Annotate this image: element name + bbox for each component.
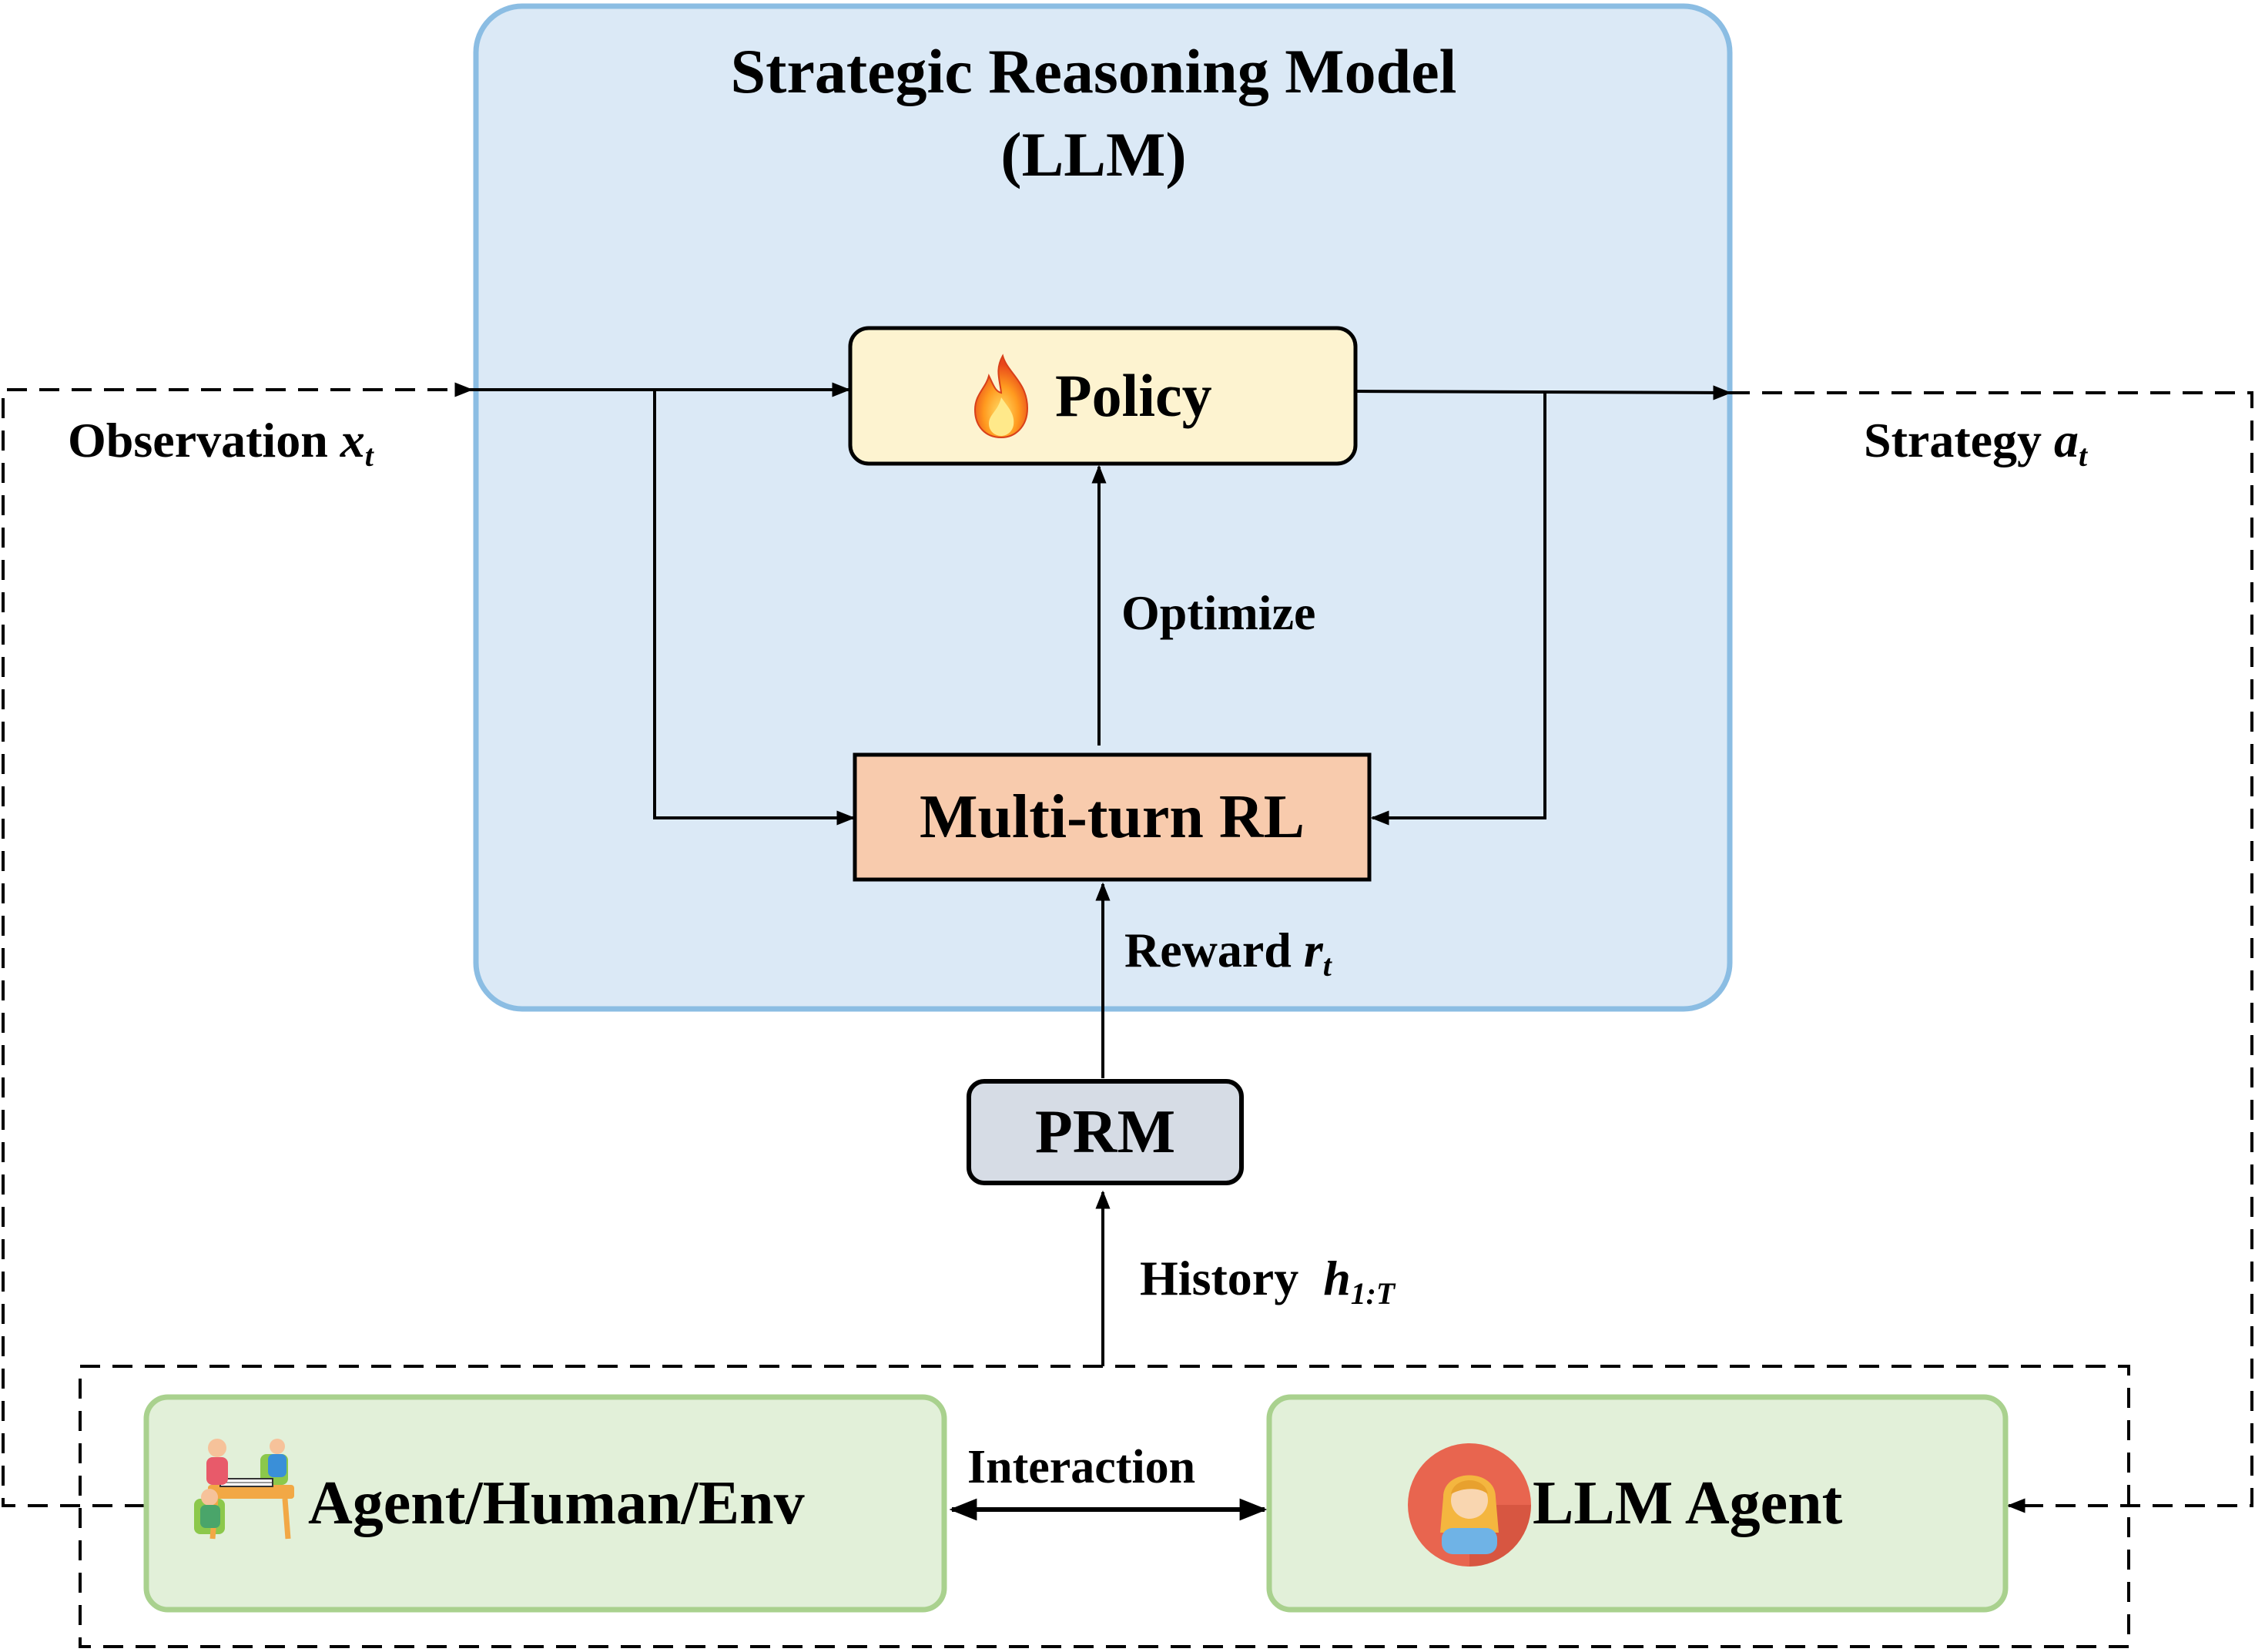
prm-node xyxy=(967,1079,1244,1185)
strategy-label: Strategy at xyxy=(1864,413,2088,473)
env-node xyxy=(143,1394,947,1613)
policy-label: Policy xyxy=(1055,362,1212,429)
agent-label: LLM Agent xyxy=(1533,1469,1843,1537)
user-avatar-icon xyxy=(1408,1443,1531,1567)
observation-label: Observation xt xyxy=(68,413,374,473)
prm-label: PRM xyxy=(1034,1097,1176,1166)
strategy-to-rl-edge xyxy=(1370,392,1546,826)
observation-loop-edge xyxy=(2,382,474,1507)
env-label: Agent/Human/Env xyxy=(308,1469,805,1537)
policy-node xyxy=(848,326,1358,466)
model-title: Strategic Reasoning Model xyxy=(730,36,1457,106)
optimize-label: Optimize xyxy=(1121,585,1316,640)
rl-label: Multi-turn RL xyxy=(920,782,1305,851)
observation-to-rl-edge xyxy=(653,390,856,826)
history-label: History h1:T xyxy=(1140,1251,1396,1311)
model-subtitle: (LLM) xyxy=(1000,119,1187,189)
strategy-loop-edge xyxy=(1730,391,2253,1513)
fire-icon xyxy=(973,354,1029,439)
interaction-label: Interaction xyxy=(967,1441,1196,1493)
board-game-players-icon xyxy=(194,1439,294,1540)
rl-node xyxy=(853,752,1372,882)
reward-label: Reward rt xyxy=(1124,923,1332,983)
